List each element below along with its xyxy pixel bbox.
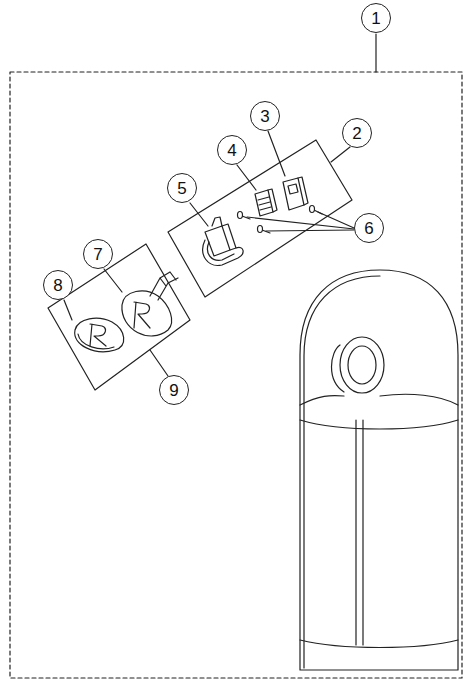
- callout-number: 9: [169, 382, 178, 399]
- emblem-holder: [122, 272, 178, 336]
- callout-circle: 1: [361, 3, 391, 33]
- callout-number: 2: [352, 125, 361, 142]
- bracket-part: [203, 217, 243, 265]
- callout-circle: 8: [43, 270, 73, 300]
- callout-number: 5: [177, 180, 186, 197]
- callout-circle: 9: [159, 375, 189, 405]
- latch-part: [255, 189, 277, 216]
- callout-number: 1: [371, 10, 380, 27]
- callout-circle: 2: [342, 118, 372, 148]
- callout-number: 4: [227, 142, 236, 159]
- clip-part: [283, 177, 308, 210]
- emblem-badge: [75, 318, 124, 351]
- callout-circle: 3: [250, 101, 280, 131]
- callout-circle: 6: [354, 213, 384, 243]
- group-box: [48, 244, 190, 390]
- callout-number: 8: [53, 277, 62, 294]
- callout-circle: 4: [217, 135, 247, 165]
- callout-circle: 5: [167, 173, 197, 203]
- callout-number: 7: [93, 246, 102, 263]
- callout-number: 6: [364, 220, 373, 237]
- callout-number: 3: [260, 108, 269, 125]
- screws: [238, 206, 323, 234]
- callout-circle: 7: [83, 239, 113, 269]
- housing: [300, 270, 458, 670]
- assembly-outline: [10, 72, 462, 678]
